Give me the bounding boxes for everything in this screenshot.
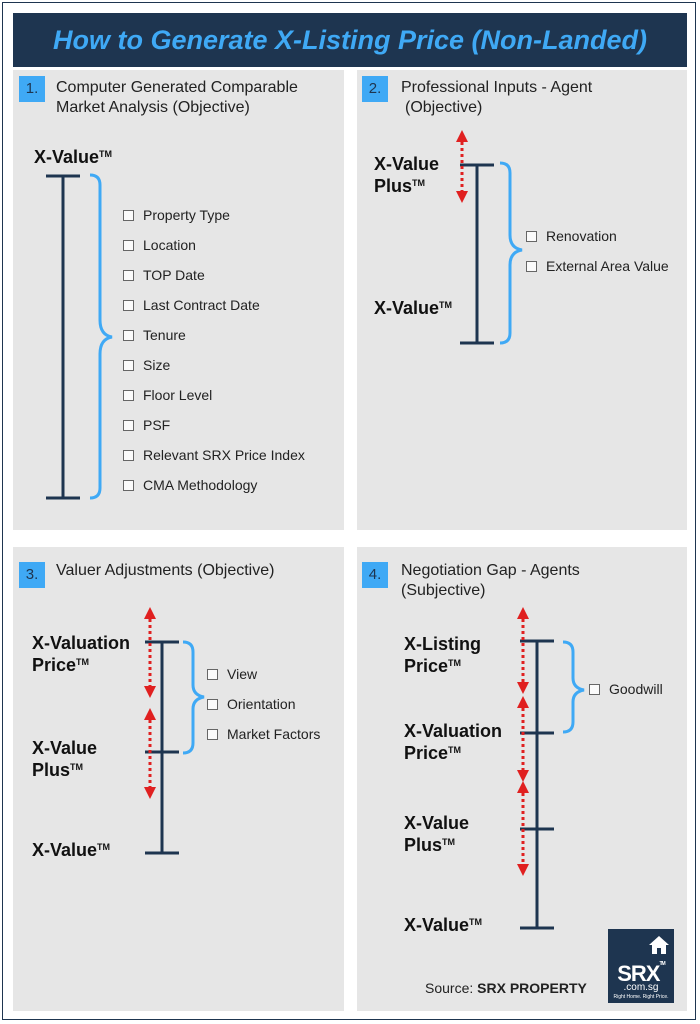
source-credit: Source: SRX PROPERTY xyxy=(425,980,587,996)
panel-3-title: Valuer Adjustments (Objective) xyxy=(56,561,274,581)
checkbox-icon xyxy=(123,210,134,221)
panel-3-number: 3. xyxy=(19,562,45,588)
panel-1-label-x-value: X-ValueTM xyxy=(34,147,113,167)
trademark: TM xyxy=(448,658,462,668)
panel-4-title: Negotiation Gap - Agents (Subjective) xyxy=(401,561,580,601)
checkbox-icon xyxy=(207,699,218,710)
panel-4-label-x-value-plus: X-Value PlusTM xyxy=(404,813,470,855)
list-item: PSF xyxy=(123,417,305,447)
panel-1-title-line-1: Computer Generated Comparable xyxy=(56,79,298,96)
checkbox-icon xyxy=(123,270,134,281)
list-item: Size xyxy=(123,357,305,387)
list-item: CMA Methodology xyxy=(123,477,305,507)
page-title: How to Generate X-Listing Price (Non-Lan… xyxy=(52,25,648,55)
panel-3-label-x-valuation-price: X-Valuation PriceTM xyxy=(32,633,131,675)
checkbox-icon xyxy=(123,240,134,251)
list-item: Goodwill xyxy=(589,681,663,711)
panel-2 xyxy=(357,70,687,530)
panel-2-factor-list: Renovation External Area Value xyxy=(526,228,669,288)
panel-2-label-x-value-plus: X-Value PlusTM xyxy=(374,154,440,196)
panel-3-label-x-value: X-ValueTM xyxy=(32,840,111,860)
list-item: Renovation xyxy=(526,228,669,258)
panel-3-label-x-value-plus: X-Value PlusTM xyxy=(32,738,98,780)
trademark: TM xyxy=(442,837,456,847)
checkbox-icon xyxy=(526,231,537,242)
panel-4-title-line-1: Negotiation Gap - Agents xyxy=(401,562,580,579)
trademark: TM xyxy=(448,745,462,755)
panel-1-title: Computer Generated Comparable Market Ana… xyxy=(56,78,298,118)
panel-2-title: Professional Inputs - Agent (Objective) xyxy=(401,78,592,118)
list-item: Market Factors xyxy=(207,726,320,756)
panel-4-value-bar xyxy=(520,639,554,930)
trademark: TM xyxy=(412,178,426,188)
srx-logo: SRXTM .com.sg Right Home. Right Price. xyxy=(608,929,674,1003)
panel-1 xyxy=(13,70,344,530)
panel-1-title-line-2: Market Analysis (Objective) xyxy=(56,99,250,116)
checkbox-icon xyxy=(207,669,218,680)
checkbox-icon xyxy=(123,420,134,431)
panel-2-label-x-value: X-ValueTM xyxy=(374,298,453,318)
panel-1-value-bar xyxy=(46,174,80,500)
panel-4-number: 4. xyxy=(362,562,388,588)
checkbox-icon xyxy=(123,450,134,461)
panel-4-factor-list: Goodwill xyxy=(589,681,663,711)
panel-1-factor-list: Property Type Location TOP Date Last Con… xyxy=(123,207,305,507)
panel-2-number: 2. xyxy=(362,76,388,102)
panel-3-title-line-1: Valuer Adjustments (Objective) xyxy=(56,562,275,579)
panel-2-value-bar xyxy=(460,163,494,345)
list-item: Floor Level xyxy=(123,387,305,417)
checkbox-icon xyxy=(123,330,134,341)
trademark: TM xyxy=(99,149,113,159)
panel-2-brace xyxy=(499,161,523,345)
panel-4-title-line-2: (Subjective) xyxy=(401,582,486,599)
list-item: View xyxy=(207,666,320,696)
panel-3-factor-list: View Orientation Market Factors xyxy=(207,666,320,756)
trademark: TM xyxy=(76,657,90,667)
panel-1-number: 1. xyxy=(19,76,45,102)
panel-4-label-x-value: X-ValueTM xyxy=(404,915,483,935)
list-item: Relevant SRX Price Index xyxy=(123,447,305,477)
source-name: SRX PROPERTY xyxy=(477,980,587,996)
checkbox-icon xyxy=(589,684,600,695)
list-item: Tenure xyxy=(123,327,305,357)
panel-3 xyxy=(13,547,344,1011)
checkbox-icon xyxy=(207,729,218,740)
header-banner: How to Generate X-Listing Price (Non-Lan… xyxy=(13,13,687,67)
trademark: TM xyxy=(97,842,111,852)
trademark: TM xyxy=(70,762,84,772)
panel-2-title-line-1: Professional Inputs - Agent xyxy=(401,79,593,96)
panel-4-label-x-listing-price: X-Listing PriceTM xyxy=(404,634,481,676)
trademark: TM xyxy=(469,917,483,927)
list-item: Last Contract Date xyxy=(123,297,305,327)
list-item: Location xyxy=(123,237,305,267)
checkbox-icon xyxy=(123,390,134,401)
panel-2-title-line-2: (Objective) xyxy=(405,99,483,116)
panel-4-brace xyxy=(562,640,585,734)
list-item: TOP Date xyxy=(123,267,305,297)
list-item: Property Type xyxy=(123,207,305,237)
trademark: TM xyxy=(439,300,453,310)
panel-4-label-x-valuation-price: X-Valuation PriceTM xyxy=(404,721,503,763)
panel-1-brace xyxy=(89,173,113,500)
list-item: Orientation xyxy=(207,696,320,726)
checkbox-icon xyxy=(123,480,134,491)
checkbox-icon xyxy=(526,261,537,272)
panel-3-brace xyxy=(182,640,205,755)
checkbox-icon xyxy=(123,360,134,371)
house-icon xyxy=(649,936,669,954)
checkbox-icon xyxy=(123,300,134,311)
list-item: External Area Value xyxy=(526,258,669,288)
